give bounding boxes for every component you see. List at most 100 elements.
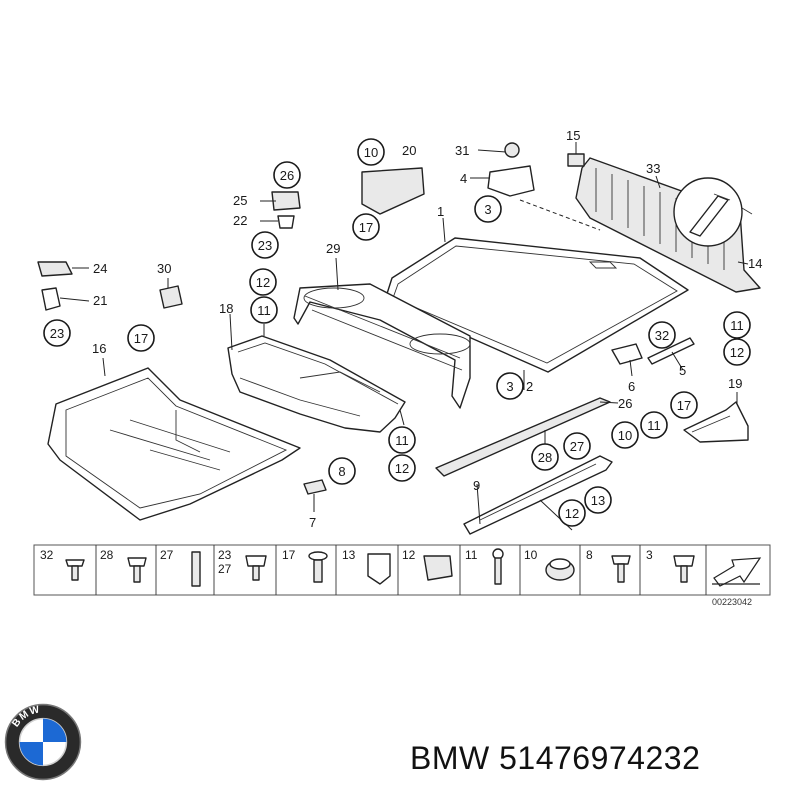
svg-text:12: 12: [395, 461, 409, 476]
callout-17c: 17: [670, 391, 698, 419]
callout-24: 24: [93, 261, 107, 276]
svg-text:28: 28: [538, 450, 552, 465]
bmw-roundel-icon: BMW: [4, 703, 82, 781]
fastener-strip: 32 28 27 23 27 17 13 12 11: [33, 544, 771, 596]
callout-11b: 11: [723, 311, 751, 339]
callout-12a: 12: [249, 268, 277, 296]
svg-text:10: 10: [524, 548, 538, 562]
tray-frame-part: [293, 283, 471, 409]
svg-text:13: 13: [591, 493, 605, 508]
fastener-11: 11: [465, 548, 504, 585]
callout-12c: 12: [388, 454, 416, 482]
callout-22: 22: [233, 213, 247, 228]
fastener-10: 10: [524, 548, 575, 581]
svg-text:11: 11: [730, 318, 744, 333]
callout-9: 9: [473, 478, 480, 493]
svg-text:23: 23: [218, 548, 232, 562]
callout-16: 16: [92, 341, 106, 356]
callout-13: 13: [584, 486, 612, 514]
svg-text:11: 11: [647, 418, 661, 433]
svg-text:10: 10: [618, 428, 632, 443]
svg-text:12: 12: [256, 275, 270, 290]
callout-29: 29: [326, 241, 340, 256]
fastener-23-27: 23 27: [218, 548, 267, 581]
svg-text:12: 12: [730, 345, 744, 360]
callout-11c: 11: [640, 411, 668, 439]
callout-23b: 23: [43, 319, 71, 347]
fastener-27: 27: [160, 548, 201, 587]
direction-arrow-icon: [712, 557, 762, 587]
svg-text:11: 11: [257, 303, 271, 318]
callout-26b: 26: [618, 396, 632, 411]
callout-12d: 12: [558, 499, 586, 527]
callout-21: 21: [93, 293, 107, 308]
detail-magnifier: [673, 177, 753, 247]
fastener-3: 3: [646, 548, 695, 583]
part-number: 51476974232: [499, 740, 701, 776]
callout-labels: 1 2 4 5 6 7 9 14 15 16 18 19 20 21 22 24…: [92, 128, 762, 530]
svg-text:17: 17: [134, 331, 148, 346]
callout-26a: 26: [273, 161, 301, 189]
callout-25: 25: [233, 193, 247, 208]
callout-3b: 3: [496, 372, 524, 400]
gas-strut-part: [611, 337, 695, 365]
callout-31: 31: [455, 143, 469, 158]
svg-text:11: 11: [395, 433, 409, 448]
svg-text:26: 26: [280, 168, 294, 183]
callout-6: 6: [628, 379, 635, 394]
svg-text:13: 13: [342, 548, 356, 562]
callout-5: 5: [679, 363, 686, 378]
callout-10a: 10: [357, 138, 385, 166]
fastener-32: 32: [40, 548, 85, 581]
callout-19: 19: [728, 376, 742, 391]
callout-14: 14: [748, 256, 762, 271]
callout-7: 7: [309, 515, 316, 530]
svg-text:8: 8: [338, 464, 345, 479]
rail-parts: [435, 397, 613, 535]
svg-text:32: 32: [655, 328, 669, 343]
callout-1: 1: [437, 204, 444, 219]
fastener-12: 12: [402, 548, 453, 581]
callout-12b: 12: [723, 338, 751, 366]
doc-number: 00223042: [712, 597, 752, 607]
svg-text:23: 23: [258, 238, 272, 253]
storage-tray-part: [227, 335, 406, 433]
callout-20: 20: [402, 143, 416, 158]
bracket-part: [683, 401, 749, 443]
callout-8: 8: [328, 457, 356, 485]
svg-text:3: 3: [506, 379, 513, 394]
callout-11a: 11: [250, 296, 278, 324]
svg-text:3: 3: [646, 548, 653, 562]
callout-28: 28: [531, 443, 559, 471]
callout-23a: 23: [251, 231, 279, 259]
callout-3a: 3: [474, 195, 502, 223]
callout-17b: 17: [127, 324, 155, 352]
fastener-17: 17: [282, 548, 328, 583]
svg-text:17: 17: [359, 220, 373, 235]
circled-callouts: 10 17 26 23 23 3 12 11 17 32 11 12 3 17 …: [43, 138, 751, 527]
callout-2: 2: [526, 379, 533, 394]
fastener-28: 28: [100, 548, 147, 583]
svg-text:12: 12: [565, 506, 579, 521]
svg-text:28: 28: [100, 548, 114, 562]
callout-27: 27: [563, 432, 591, 460]
callout-4: 4: [460, 171, 467, 186]
callout-33: 33: [646, 161, 660, 176]
small-parts: [37, 142, 585, 495]
svg-text:3: 3: [484, 202, 491, 217]
callout-30: 30: [157, 261, 171, 276]
svg-text:8: 8: [586, 548, 593, 562]
svg-text:17: 17: [282, 548, 296, 562]
brand-name: BMW: [410, 740, 490, 776]
fastener-13: 13: [342, 548, 391, 585]
svg-text:12: 12: [402, 548, 416, 562]
callout-32: 32: [648, 321, 676, 349]
svg-text:27: 27: [570, 439, 584, 454]
callout-17a: 17: [352, 213, 380, 241]
floor-tray-part: [47, 367, 301, 521]
floor-panel-part: [384, 237, 689, 373]
caption: BMW 51476974232: [410, 740, 700, 777]
svg-text:10: 10: [364, 145, 378, 160]
callout-15: 15: [566, 128, 580, 143]
